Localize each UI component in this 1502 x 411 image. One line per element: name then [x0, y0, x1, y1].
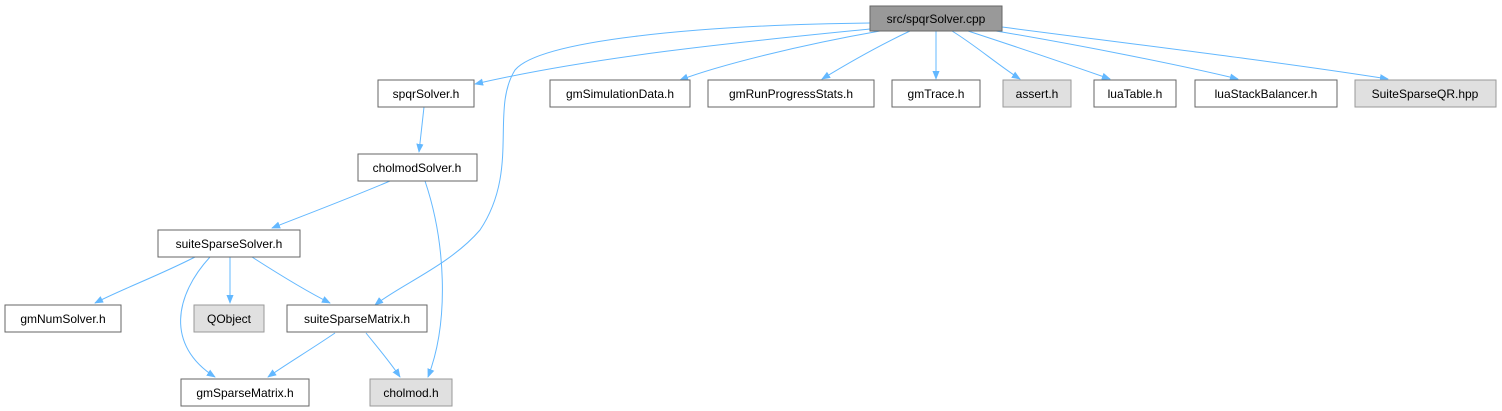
node-gmRunProgressStats-h-label: gmRunProgressStats.h: [729, 87, 853, 101]
node-gmNumSolver-h-label: gmNumSolver.h: [20, 312, 105, 326]
edge-cholmodSolver-cholmod: [424, 180, 443, 378]
node-luaTable-h[interactable]: luaTable.h: [1093, 79, 1177, 108]
edges: [94, 22, 1389, 378]
node-cholmod-h-label: cholmod.h: [383, 386, 438, 400]
node-QObject[interactable]: QObject: [193, 304, 265, 333]
node-spqrSolver-h-label: spqrSolver.h: [393, 87, 460, 101]
edge-spqrSolver-cholmodSolver: [416, 106, 425, 153]
edge-suiteSparseSolver-gmSparseMatrix: [180, 256, 216, 378]
node-QObject-label: QObject: [207, 312, 252, 326]
node-SuiteSparseQR-hpp[interactable]: SuiteSparseQR.hpp: [1354, 79, 1497, 108]
edge-root-gmSimulationData: [679, 30, 881, 81]
edge-root-gmRunProgressStats: [821, 30, 911, 80]
node-root-label: src/spqrSolver.cpp: [887, 12, 986, 26]
node-gmTrace-h[interactable]: gmTrace.h: [891, 79, 981, 108]
node-cholmodSolver-h[interactable]: cholmodSolver.h: [357, 153, 478, 182]
node-luaStackBalancer-h-label: luaStackBalancer.h: [1215, 87, 1318, 101]
node-SuiteSparseQR-hpp-label: SuiteSparseQR.hpp: [1372, 87, 1479, 101]
node-spqrSolver-h[interactable]: spqrSolver.h: [377, 79, 475, 108]
node-root[interactable]: src/spqrSolver.cpp: [869, 5, 1003, 32]
node-cholmod-h[interactable]: cholmod.h: [369, 378, 453, 407]
edge-root-luaStackBalancer: [989, 29, 1239, 81]
nodes: src/spqrSolver.cpp spqrSolver.h gmSimula…: [4, 5, 1497, 407]
node-gmSimulationData-h[interactable]: gmSimulationData.h: [549, 79, 691, 108]
edge-suiteSparseSolver-gmNumSolver: [94, 256, 196, 304]
edge-root-luaTable: [967, 30, 1111, 80]
node-gmRunProgressStats-h[interactable]: gmRunProgressStats.h: [707, 79, 875, 108]
edge-root-SuiteSparseQR: [1001, 26, 1389, 82]
node-assert-h[interactable]: assert.h: [1002, 79, 1072, 108]
node-gmNumSolver-h[interactable]: gmNumSolver.h: [4, 304, 122, 333]
node-suiteSparseMatrix-h-label: suiteSparseMatrix.h: [304, 312, 410, 326]
node-gmSparseMatrix-h-label: gmSparseMatrix.h: [196, 386, 293, 400]
node-luaTable-h-label: luaTable.h: [1108, 87, 1163, 101]
edge-suiteSparseMatrix-cholmod: [365, 332, 401, 378]
node-assert-h-label: assert.h: [1016, 87, 1059, 101]
node-suiteSparseSolver-h[interactable]: suiteSparseSolver.h: [157, 229, 301, 258]
node-suiteSparseMatrix-h[interactable]: suiteSparseMatrix.h: [286, 304, 428, 333]
node-suiteSparseSolver-h-label: suiteSparseSolver.h: [176, 237, 283, 251]
node-cholmodSolver-h-label: cholmodSolver.h: [373, 161, 462, 175]
node-gmSimulationData-h-label: gmSimulationData.h: [566, 87, 674, 101]
node-gmSparseMatrix-h[interactable]: gmSparseMatrix.h: [180, 378, 310, 407]
node-luaStackBalancer-h[interactable]: luaStackBalancer.h: [1194, 79, 1338, 108]
edge-root-spqrSolver: [474, 28, 871, 86]
node-gmTrace-h-label: gmTrace.h: [908, 87, 965, 101]
edge-suiteSparseSolver-suiteSparseMatrix: [251, 256, 331, 304]
edge-cholmodSolver-suiteSparseSolver: [271, 180, 391, 229]
edge-root-assert: [951, 30, 1021, 80]
edge-suiteSparseMatrix-gmSparseMatrix: [267, 332, 336, 378]
